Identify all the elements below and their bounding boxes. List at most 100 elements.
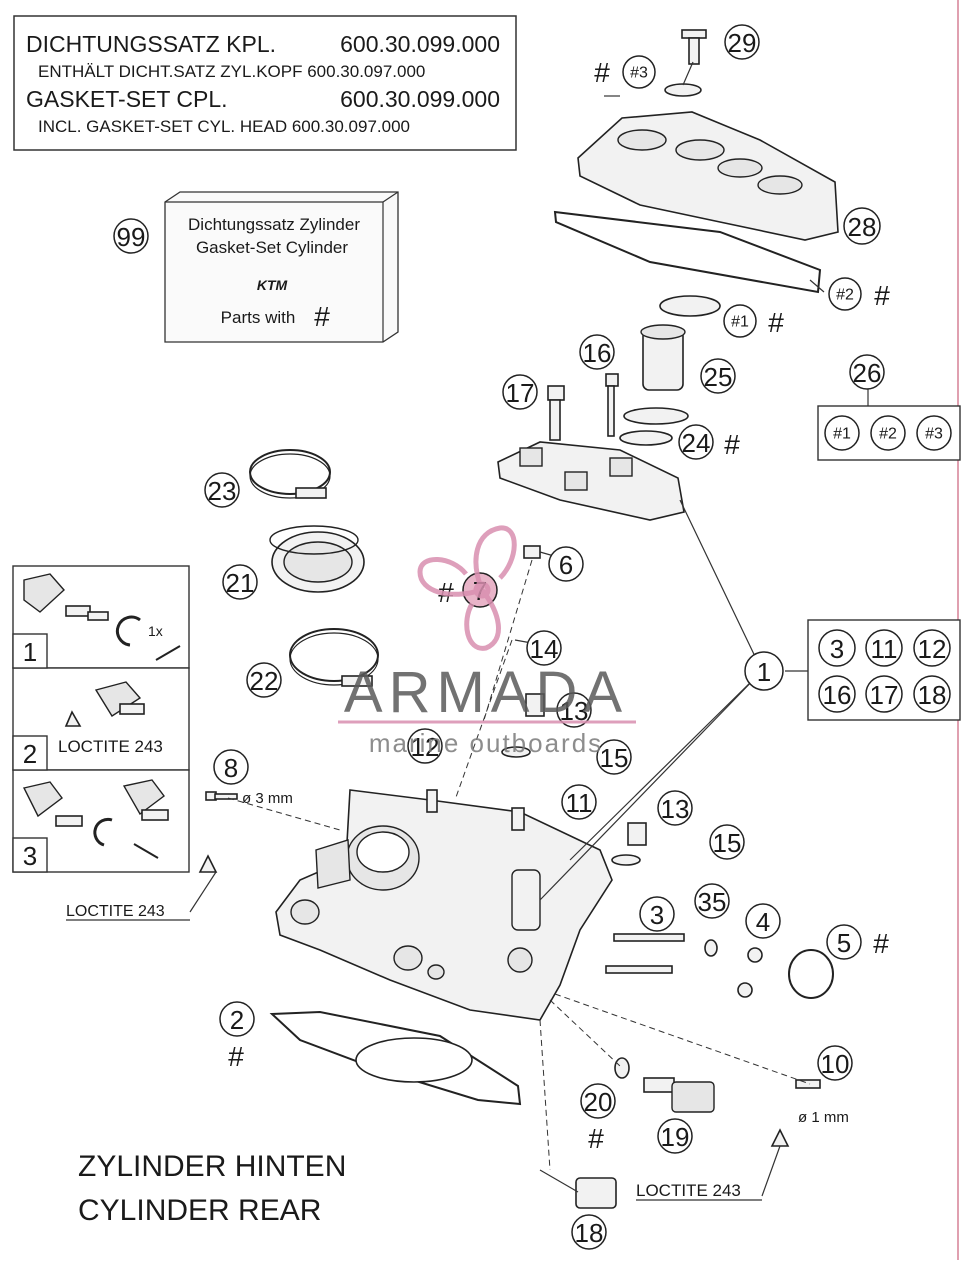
part-cylinder-head [275, 789, 613, 1021]
hash-5: # [873, 928, 889, 959]
group1-item-16: 16 [823, 680, 852, 710]
callout-hash2: #2 [828, 277, 862, 311]
callout-26: 26 [849, 354, 885, 390]
watermark: ARMADA marine outboards [338, 525, 636, 758]
part-25-sleeve [640, 324, 686, 391]
callout-12: 12 [407, 728, 443, 764]
kit-line3-number: 600.30.099.000 [340, 86, 500, 112]
callout-22: 22 [246, 662, 282, 698]
callout-15-upper: 15 [596, 739, 632, 775]
group1-item-3: 3 [830, 634, 844, 664]
part-5-o-ring [788, 949, 834, 999]
footer-line2: CYLINDER REAR [78, 1194, 321, 1227]
part-17-screw [547, 385, 565, 441]
svg-text:#2: #2 [836, 287, 854, 304]
loctite-label-10: LOCTITE 243 [636, 1181, 741, 1200]
callout-4: 4 [745, 903, 781, 939]
callout-2: 2 [219, 1001, 255, 1037]
part-10-plug [795, 1079, 821, 1089]
callout-8: 8 [213, 749, 249, 785]
loctite-label-8: LOCTITE 243 [66, 903, 165, 920]
kit-line4: INCL. GASKET-SET CYL. HEAD 600.30.097.00… [38, 117, 410, 136]
part-13-plug-b [627, 822, 647, 846]
svg-text:35: 35 [698, 887, 727, 917]
part-29-screw [681, 29, 707, 65]
svg-text:2: 2 [230, 1005, 244, 1035]
svg-text:14: 14 [530, 634, 559, 664]
group1-item-12: 12 [918, 634, 947, 664]
part-35-washer [704, 939, 718, 957]
step-2-label: LOCTITE 243 [58, 737, 163, 756]
callout-6: 6 [548, 546, 584, 582]
ktm-logo: KTM [257, 277, 288, 293]
kit-line1-number: 600.30.099.000 [340, 31, 500, 57]
hash-24: # [724, 429, 740, 460]
callout-21: 21 [222, 564, 258, 600]
footer-line1: ZYLINDER HINTEN [78, 1150, 346, 1183]
svg-text:16: 16 [583, 338, 612, 368]
callout-1: 1 [744, 651, 784, 691]
callout-24: 24 [678, 424, 714, 460]
watermark-subtitle: marine outboards [369, 728, 603, 758]
step-3-number: 3 [23, 841, 37, 871]
step-1-number: 1 [23, 637, 37, 667]
gasket-set-cylinder-box: Dichtungssatz Zylinder Gasket-Set Cylind… [164, 191, 399, 343]
part-3-studs [605, 933, 685, 974]
part-gasket-2 [553, 210, 822, 294]
callout-11: 11 [561, 784, 597, 820]
svg-text:17: 17 [506, 378, 535, 408]
callout-19: 19 [657, 1118, 693, 1154]
callout-20: 20 [580, 1083, 616, 1119]
part-20-seal [614, 1057, 630, 1079]
svg-text:21: 21 [226, 568, 255, 598]
part-8-screw [205, 791, 238, 801]
svg-text:#1: #1 [731, 314, 749, 331]
callout-14: 14 [526, 630, 562, 666]
part-2-bore [355, 1037, 473, 1083]
callout-99: 99 [113, 218, 149, 254]
part-seal-1 [659, 295, 721, 317]
part-camshaft-carrier [497, 441, 685, 521]
part-16-screw [605, 373, 619, 437]
group1-item-18: 18 [918, 680, 947, 710]
svg-text:99: 99 [117, 222, 146, 252]
part-4-nut-a [747, 947, 763, 963]
hash-2: # [874, 280, 890, 311]
dim-8: ø 3 mm [242, 790, 293, 807]
callout-29: 29 [724, 24, 760, 60]
group26-item-1: #1 [833, 426, 851, 443]
group26-item-2: #2 [879, 426, 897, 443]
callout-3: 3 [639, 896, 675, 932]
dim-10: ø 1 mm [798, 1109, 849, 1126]
callout-15-lower: 15 [709, 824, 745, 860]
gasket-box-hash: # [314, 301, 330, 332]
callout-18: 18 [571, 1214, 607, 1250]
part-28-valve-cover [577, 111, 839, 241]
gasket-box-line3: Parts with [221, 308, 296, 327]
gasket-box-line1: Dichtungssatz Zylinder [188, 215, 360, 234]
svg-text:13: 13 [661, 794, 690, 824]
part-13-plug-a [525, 693, 545, 717]
callout-5: 5 [826, 924, 862, 960]
svg-text:26: 26 [853, 358, 882, 388]
hash-20: # [588, 1123, 604, 1154]
svg-text:5: 5 [837, 928, 851, 958]
svg-text:23: 23 [208, 476, 237, 506]
svg-text:8: 8 [224, 753, 238, 783]
part-24-o-ring-b [619, 430, 673, 446]
watermark-title: ARMADA [344, 660, 628, 725]
svg-text:22: 22 [250, 666, 279, 696]
svg-text:20: 20 [584, 1087, 613, 1117]
step-2-number: 2 [23, 739, 37, 769]
part-22-clamp [289, 628, 379, 687]
part-15-washer-a [501, 746, 531, 758]
svg-text:24: 24 [682, 428, 711, 458]
svg-text:15: 15 [713, 828, 742, 858]
callout-35: 35 [694, 883, 730, 919]
group26-item-3: #3 [925, 426, 943, 443]
svg-text:10: 10 [821, 1049, 850, 1079]
group1-item-11: 11 [871, 634, 898, 664]
callout-10: 10 [817, 1045, 853, 1081]
svg-text:28: 28 [848, 212, 877, 242]
